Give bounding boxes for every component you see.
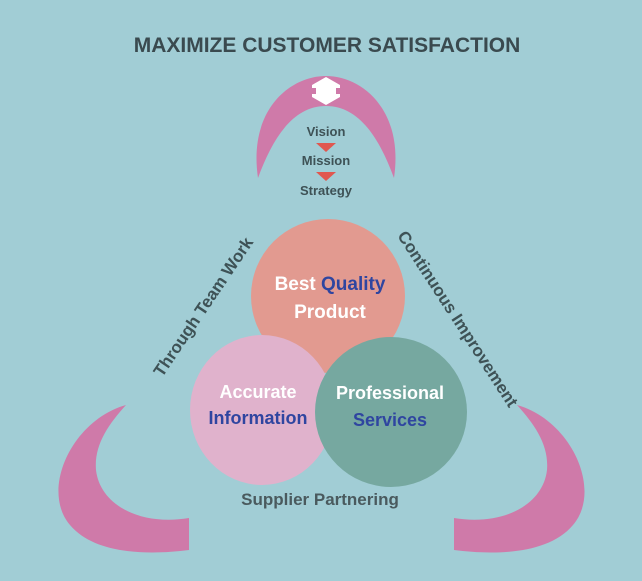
circle-left-line1: Accurate xyxy=(219,382,296,402)
top-crescent xyxy=(256,76,396,178)
left-crescent xyxy=(58,405,189,553)
step-strategy: Strategy xyxy=(300,183,353,198)
circle-right-line1: Professional xyxy=(336,383,444,403)
step-mission: Mission xyxy=(302,153,350,168)
circle-left-line2: Information xyxy=(209,408,308,428)
down-arrow-icon xyxy=(316,172,336,181)
circle-professional-services xyxy=(315,337,467,487)
down-arrow-icon xyxy=(316,143,336,152)
circle-top-word-best: Best xyxy=(275,274,317,295)
circle-quality-product xyxy=(251,219,405,373)
side-label-bottom: Supplier Partnering xyxy=(241,490,399,509)
diagram-title: MAXIMIZE CUSTOMER SATISFACTION xyxy=(134,34,521,57)
circle-top-line1: Best Quality xyxy=(275,274,386,295)
right-crescent xyxy=(454,405,585,553)
circle-accurate-information xyxy=(190,335,334,485)
circle-top-line2: Product xyxy=(294,302,366,323)
circle-top-word-quality: Quality xyxy=(321,274,386,295)
double-arrow-icon xyxy=(312,77,340,105)
circle-right-line2: Services xyxy=(353,410,427,430)
step-vision: Vision xyxy=(307,124,346,139)
